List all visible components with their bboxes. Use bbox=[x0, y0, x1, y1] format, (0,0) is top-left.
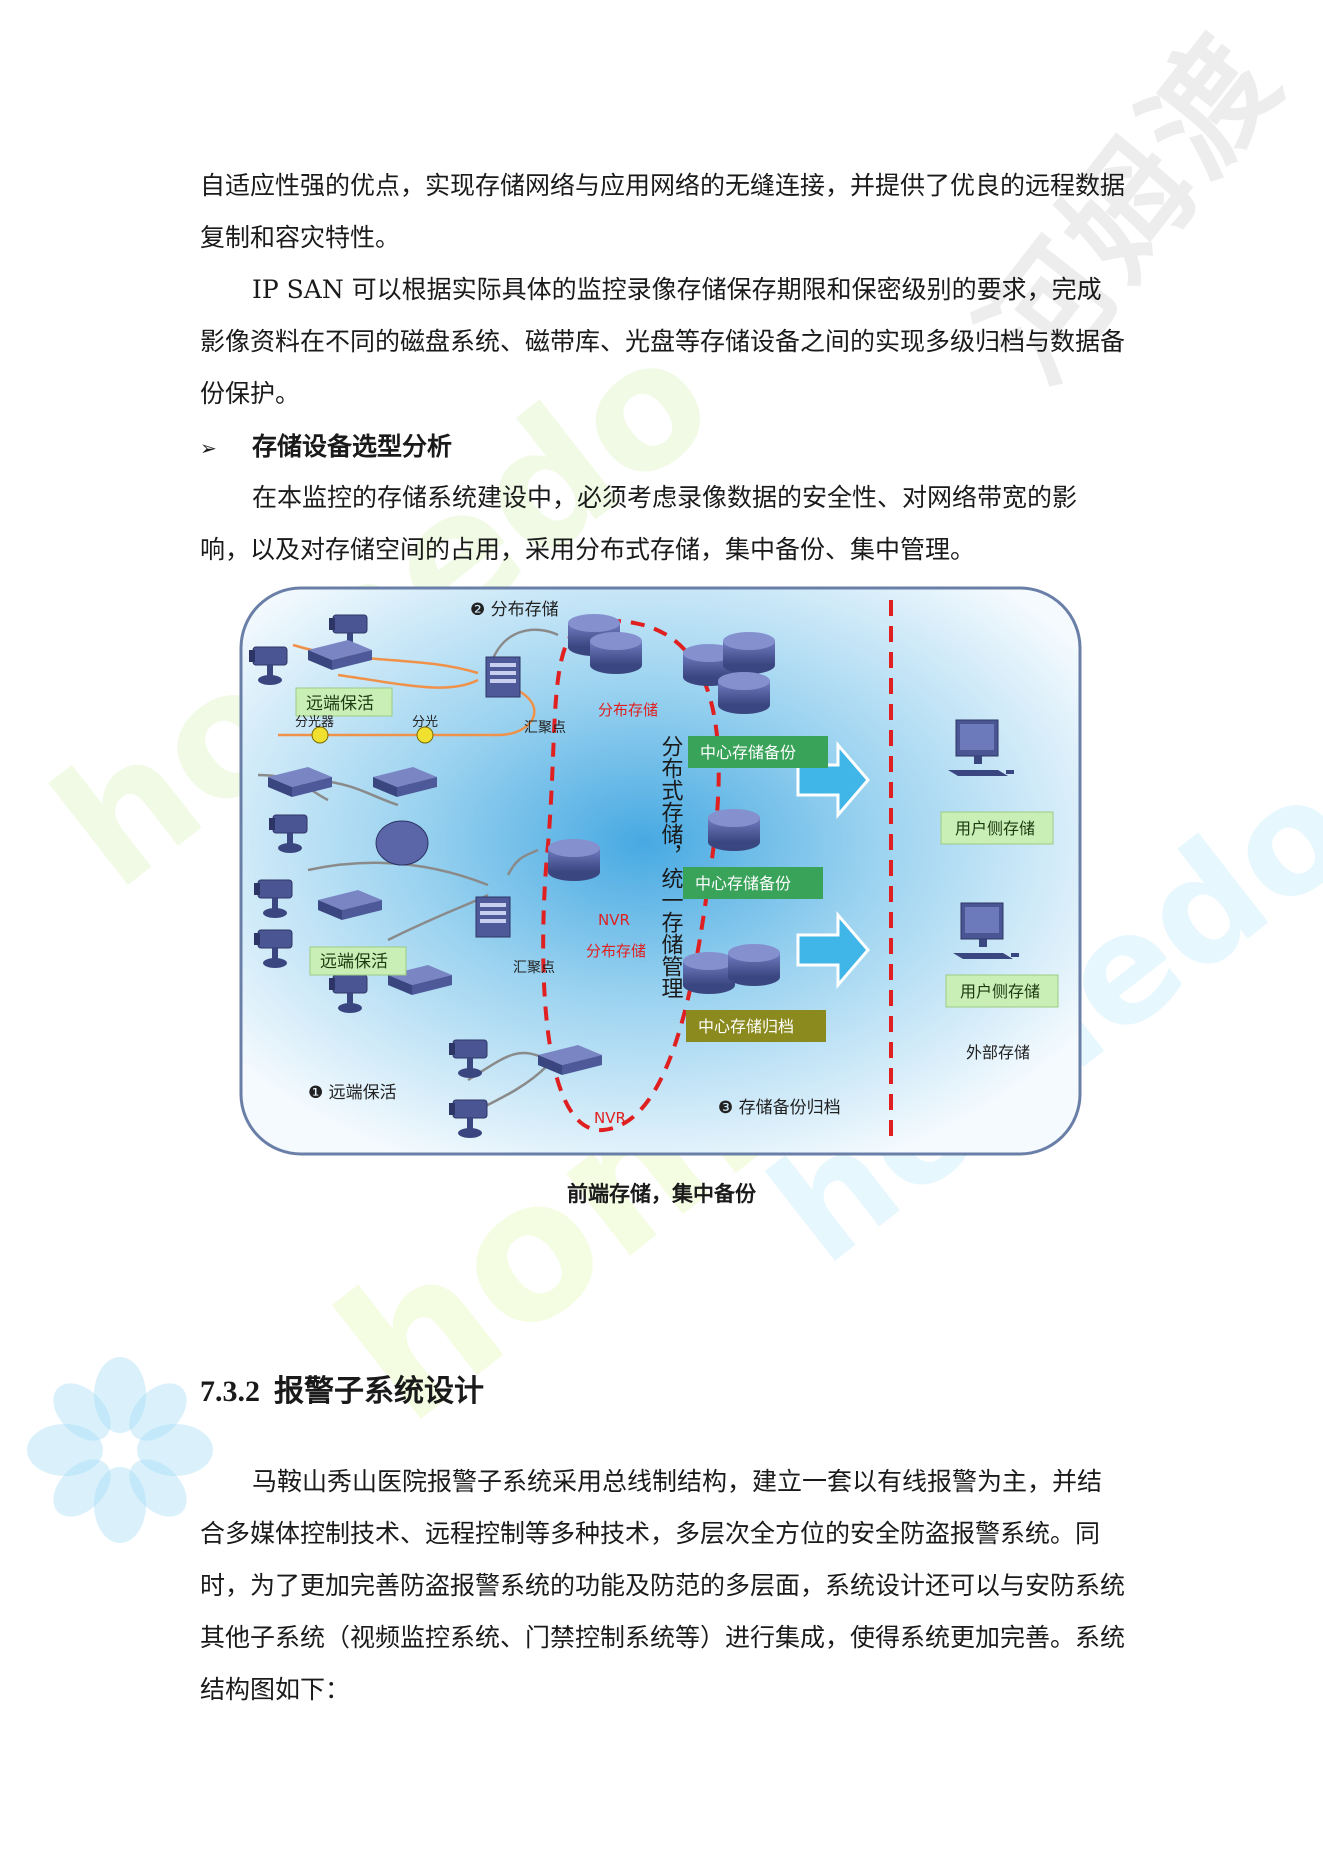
section-heading: 7.3.2 报警子系统设计 bbox=[200, 1366, 484, 1410]
watermark-flower-icon bbox=[27, 1357, 213, 1543]
label-distributed-storage-1: 分布存储 bbox=[598, 701, 658, 719]
label-aggregation-2: 汇聚点 bbox=[513, 960, 555, 976]
label-remote-keepalive-2: 远端保活 bbox=[320, 952, 388, 972]
paragraph-ipsan-advantages: 自适应性强的优点，实现存储网络与应用网络的无缝连接，并提供了优良的远程数据复制和… bbox=[200, 171, 1126, 252]
label-nvr-1: NVR bbox=[598, 911, 630, 929]
bullet-heading: ➢ 存储设备选型分析 bbox=[200, 427, 452, 463]
label-splitter-1: 分光器 bbox=[295, 715, 334, 730]
label-central-backup-2: 中心存储备份 bbox=[695, 874, 791, 893]
paragraph-alarm-system: 马鞍山秀山医院报警子系统采用总线制结构，建立一套以有线报警为主，并结合多媒体控制… bbox=[200, 1467, 1126, 1704]
label-nvr-2: NVR bbox=[594, 1109, 626, 1127]
label-splitter-2: 分光 bbox=[412, 715, 438, 730]
section-title: 报警子系统设计 bbox=[274, 1374, 484, 1409]
label-remote-keepalive-step: ❶ 远端保活 bbox=[308, 1083, 397, 1103]
label-remote-keepalive-1: 远端保活 bbox=[306, 694, 374, 714]
bullet-arrow-icon: ➢ bbox=[200, 436, 217, 460]
label-user-storage-1: 用户侧存储 bbox=[955, 819, 1035, 838]
paragraph-storage-analysis: 在本监控的存储系统建设中，必须考虑录像数据的安全性、对网络带宽的影响，以及对存储… bbox=[200, 483, 1078, 564]
label-user-storage-2: 用户侧存储 bbox=[960, 982, 1040, 1001]
label-distributed-storage-2: 分布存储 bbox=[586, 942, 646, 960]
label-backup-archive-step: ❸ 存储备份归档 bbox=[718, 1098, 841, 1118]
label-external-storage: 外部存储 bbox=[966, 1043, 1030, 1062]
label-vertical-unified: 分布式存储，统一存储管理 bbox=[658, 735, 684, 999]
label-central-backup-1: 中心存储备份 bbox=[700, 743, 796, 762]
bullet-heading-text: 存储设备选型分析 bbox=[252, 432, 453, 461]
storage-architecture-diagram: ❷ 分布存储 远端保活 远端保活 ❶ 远端保活 分光器 分光 汇聚点 汇聚点 分… bbox=[239, 586, 1082, 1156]
figure-caption: 前端存储，集中备份 bbox=[567, 1181, 756, 1206]
paragraph-ipsan-archive: IP SAN 可以根据实际具体的监控录像存储保存期限和保密级别的要求，完成影像资… bbox=[200, 275, 1126, 408]
label-aggregation-1: 汇聚点 bbox=[524, 720, 566, 736]
section-number: 7.3.2 bbox=[200, 1375, 260, 1408]
label-central-archive: 中心存储归档 bbox=[698, 1017, 794, 1036]
label-distributed-step: ❷ 分布存储 bbox=[470, 600, 559, 620]
